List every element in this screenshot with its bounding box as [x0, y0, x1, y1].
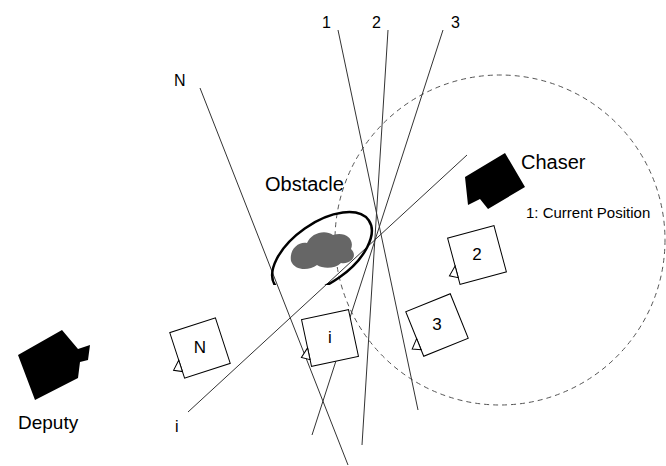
line-i: [188, 155, 467, 412]
position-box: i: [295, 303, 365, 373]
node-label: i: [295, 303, 365, 373]
node-label: 2: [442, 220, 512, 290]
position-box: 2: [442, 220, 512, 290]
node-label: Chaser: [521, 151, 585, 173]
deputy: Deputy: [10, 325, 120, 445]
node-note: 1: Current Position: [526, 205, 650, 222]
line-2: [362, 30, 388, 445]
line-label: i: [173, 418, 181, 436]
chaser: Chaser 1: Current Position: [455, 145, 666, 227]
line-label: N: [172, 72, 188, 90]
node-label: N: [165, 313, 235, 383]
range-circle: [335, 75, 665, 405]
position-box: N: [165, 313, 235, 383]
obstacle: Obstacle: [255, 165, 395, 285]
node-label: 3: [402, 290, 472, 360]
line-label: 3: [449, 14, 462, 32]
line-n: [200, 88, 348, 465]
node-label: Obstacle: [265, 173, 344, 195]
position-box: 3: [402, 290, 472, 360]
line-label: 1: [320, 14, 333, 32]
line-3: [312, 30, 443, 435]
line-label: 2: [370, 14, 383, 32]
node-label: Deputy: [18, 413, 78, 434]
